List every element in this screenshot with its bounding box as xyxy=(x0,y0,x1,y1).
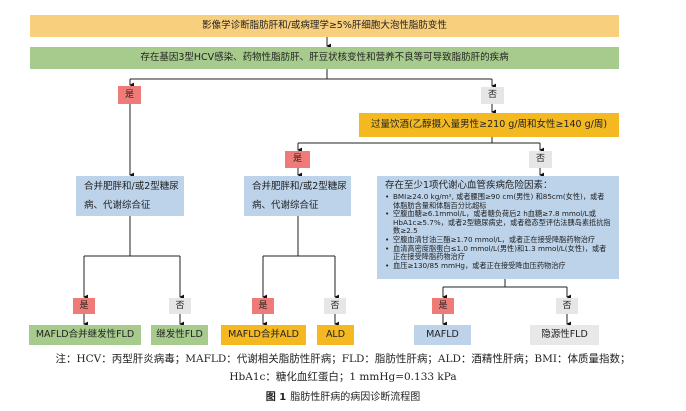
node-metabolic-middle: 合并肥胖和/或2型糖尿病、代谢综合征 xyxy=(244,176,351,216)
decision-yes-4: 是 xyxy=(252,298,274,314)
risk-item: 血清高密度脂蛋白≤1.0 mmol/L(男性)和1.3 mmol/L(女性)，或… xyxy=(385,244,611,262)
outcome-secondary-fld: 继发性FLD xyxy=(151,325,208,345)
risk-item: BMI≥24.0 kg/m², 或者腰围≥90 cm(男性) 和85cm(女性)… xyxy=(385,192,611,210)
outcome-mafld-ald-label: MAFLD合并ALD xyxy=(228,329,299,341)
outcome-cryptogenic-fld-label: 隐源性FLD xyxy=(541,329,588,341)
outcome-ald: ALD xyxy=(317,325,354,345)
outcome-mafld-secondary-fld-label: MAFLD合并继发性FLD xyxy=(35,329,135,341)
decision-no-5-label: 否 xyxy=(562,300,572,311)
risk-list: BMI≥24.0 kg/m², 或者腰围≥90 cm(男性) 和85cm(女性)… xyxy=(385,192,611,271)
decision-no-4: 否 xyxy=(324,298,346,314)
outcome-mafld: MAFLD xyxy=(414,325,471,345)
outcome-mafld-secondary-fld: MAFLD合并继发性FLD xyxy=(29,325,141,345)
decision-yes-3-label: 是 xyxy=(79,300,89,311)
risk-title: 存在至少1项代谢心血管疾病危险因素： xyxy=(385,180,553,191)
decision-yes-2: 是 xyxy=(285,151,310,168)
decision-yes-5: 是 xyxy=(432,298,454,314)
node-excessive-alcohol-label: 过量饮酒(乙醇摄入量男性≥210 g/周和女性≥140 g/周) xyxy=(370,119,608,131)
outcome-mafld-label: MAFLD xyxy=(426,329,459,341)
outcome-secondary-fld-label: 继发性FLD xyxy=(156,329,203,341)
decision-no-2: 否 xyxy=(529,151,552,168)
node-excessive-alcohol: 过量饮酒(乙醇摄入量男性≥210 g/周和女性≥140 g/周) xyxy=(359,113,619,137)
outcome-ald-label: ALD xyxy=(325,329,346,341)
decision-no-3: 否 xyxy=(169,298,191,314)
note-line-1: 注：HCV：丙型肝炎病毒；MAFLD：代谢相关脂肪性肝病；FLD：脂肪性肝病；A… xyxy=(55,353,631,365)
decision-no-2-label: 否 xyxy=(535,154,545,165)
decision-yes-2-label: 是 xyxy=(292,154,302,165)
risk-item: 空腹血糖≥6.1mmol/L，或者糖负荷后2 h血糖≥7.8 mmol/L或Hb… xyxy=(385,209,611,236)
node-cardiometabolic-risk: 存在至少1项代谢心血管疾病危险因素： BMI≥24.0 kg/m², 或者腰围≥… xyxy=(377,176,619,279)
decision-yes-4-label: 是 xyxy=(258,300,268,311)
risk-item: 血压≥130/85 mmHg，或者正在接受降血压药物治疗 xyxy=(385,261,611,271)
node-imaging-diagnosis: 影像学诊断脂肪肝和/或病理学≥5%肝细胞大泡性脂肪变性 xyxy=(30,15,619,37)
decision-yes-1: 是 xyxy=(118,86,141,104)
risk-item: 空腹血清甘油三酯≥1.70 mmol/L，或者正在接受降脂药物治疗 xyxy=(385,235,611,245)
decision-no-4-label: 否 xyxy=(330,300,340,311)
outcome-mafld-ald: MAFLD合并ALD xyxy=(221,325,306,345)
decision-yes-3: 是 xyxy=(73,298,95,314)
node-metabolic-middle-label: 合并肥胖和/或2型糖尿病、代谢综合征 xyxy=(252,181,347,211)
node-imaging-diagnosis-label: 影像学诊断脂肪肝和/或病理学≥5%肝细胞大泡性脂肪变性 xyxy=(202,20,447,32)
node-exclusion-diseases-label: 存在基因3型HCV感染、药物性脂肪肝、肝豆状核变性和营养不良等可导致脂肪肝的疾病 xyxy=(140,52,509,64)
decision-yes-5-label: 是 xyxy=(438,300,448,311)
decision-no-1-label: 否 xyxy=(487,90,497,101)
decision-yes-1-label: 是 xyxy=(124,89,134,100)
decision-no-3-label: 否 xyxy=(175,300,185,311)
note-line-2: HbA1c：糖化血红蛋白；1 mmHg=0.133 kPa xyxy=(229,371,457,383)
figure-title: 脂肪性肝病的病因诊断流程图 xyxy=(290,392,421,403)
decision-no-5: 否 xyxy=(556,298,578,314)
figure-label: 图 1 xyxy=(265,392,287,403)
node-exclusion-diseases: 存在基因3型HCV感染、药物性脂肪肝、肝豆状核变性和营养不良等可导致脂肪肝的疾病 xyxy=(30,47,619,69)
decision-no-1: 否 xyxy=(481,87,504,104)
node-metabolic-left-label: 合并肥胖和/或2型糖尿病、代谢综合征 xyxy=(84,181,179,211)
outcome-cryptogenic-fld: 隐源性FLD xyxy=(530,325,599,345)
node-metabolic-left: 合并肥胖和/或2型糖尿病、代谢综合征 xyxy=(76,176,184,216)
